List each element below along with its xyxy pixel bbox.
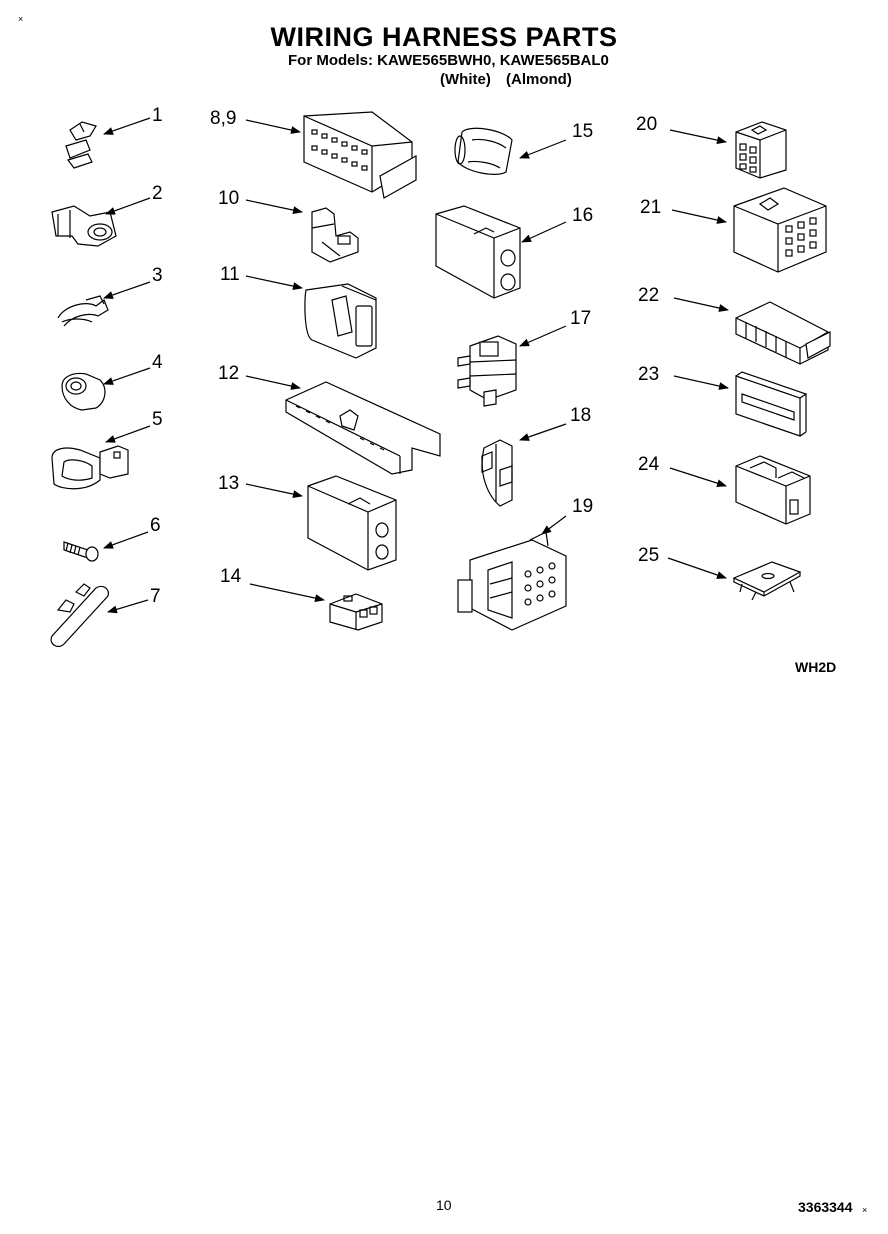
arrow-7 [107, 599, 149, 614]
part-11-boot [304, 283, 377, 359]
part-23-connector [735, 371, 808, 437]
callout-14: 14 [220, 566, 242, 587]
part-1-clip [65, 121, 97, 169]
callout-8-9: 8,9 [210, 108, 237, 129]
arrow-3 [103, 281, 151, 299]
arrow-22 [673, 297, 729, 312]
callout-15: 15 [572, 121, 594, 142]
part-22-connector [735, 301, 831, 365]
variant-white: (White) [440, 71, 491, 88]
arrow-21 [671, 209, 727, 224]
part-14-plug [329, 593, 383, 631]
callout-25: 25 [638, 545, 660, 566]
callout-22: 22 [638, 285, 660, 306]
page-title: WIRING HARNESS PARTS [270, 22, 618, 52]
part-8-9-connector [303, 111, 417, 199]
callout-10: 10 [218, 188, 240, 209]
diagram-code: WH2D [795, 659, 837, 675]
part-5-bracket [51, 445, 129, 490]
part-3-spring-clip [57, 295, 109, 327]
callout-4: 4 [152, 352, 163, 373]
callout-20: 20 [636, 114, 658, 135]
callout-23: 23 [638, 364, 660, 385]
arrow-13 [245, 483, 303, 499]
arrow-4 [103, 367, 151, 385]
part-17-switch [457, 335, 517, 407]
part-15-sleeve [454, 127, 513, 175]
arrow-8-9 [245, 119, 301, 134]
arrow-5 [105, 425, 151, 443]
part-2-clamp [51, 205, 117, 247]
part-25-plate [732, 561, 802, 601]
callout-7: 7 [150, 586, 161, 607]
part-7-strain-relief [50, 583, 109, 648]
arrow-23 [673, 375, 729, 390]
arrow-6 [103, 531, 149, 549]
callout-21: 21 [640, 197, 662, 218]
part-20-cube [735, 121, 787, 179]
callout-5: 5 [152, 409, 163, 430]
arrow-1 [103, 117, 151, 135]
arrow-10 [245, 199, 303, 215]
arrow-25 [667, 557, 727, 579]
arrow-19 [541, 515, 567, 535]
arrow-11 [245, 275, 303, 291]
arrow-18 [519, 423, 567, 441]
part-18-latch [481, 439, 513, 507]
part-10-terminal-housing [311, 207, 359, 263]
callout-13: 13 [218, 473, 240, 494]
part-16-housing [435, 205, 521, 299]
arrow-2 [105, 197, 151, 215]
callout-2: 2 [152, 183, 163, 204]
part-21-cube [733, 187, 827, 273]
arrow-15 [519, 139, 567, 159]
callout-24: 24 [638, 454, 660, 475]
callout-11: 11 [220, 264, 240, 285]
models-line: For Models: KAWE565BWH0, KAWE565BAL0 [288, 52, 609, 69]
part-24-housing [735, 455, 811, 525]
callout-6: 6 [150, 515, 161, 536]
callout-18: 18 [570, 405, 592, 426]
callout-3: 3 [152, 265, 163, 286]
arrow-12 [245, 375, 301, 390]
page-number: 10 [436, 1197, 452, 1213]
corner-mark-bottom-right: × [862, 1205, 868, 1215]
callout-1: 1 [152, 105, 163, 126]
part-4-grommet [61, 372, 106, 411]
doc-number: 3363344 [798, 1199, 853, 1215]
arrow-24 [669, 467, 727, 488]
part-6-screw [63, 541, 99, 562]
corner-mark-top-left: × [18, 14, 24, 24]
callout-12: 12 [218, 363, 240, 384]
arrow-16 [521, 221, 567, 243]
arrow-17 [519, 325, 567, 347]
part-19-connector [457, 531, 567, 631]
callout-19: 19 [572, 496, 594, 517]
arrow-20 [669, 129, 727, 145]
callout-17: 17 [570, 308, 592, 329]
part-12-strip [285, 381, 441, 475]
variant-almond: (Almond) [506, 71, 572, 88]
callout-16: 16 [572, 205, 594, 226]
arrow-14 [249, 583, 325, 603]
part-13-housing [307, 475, 397, 571]
